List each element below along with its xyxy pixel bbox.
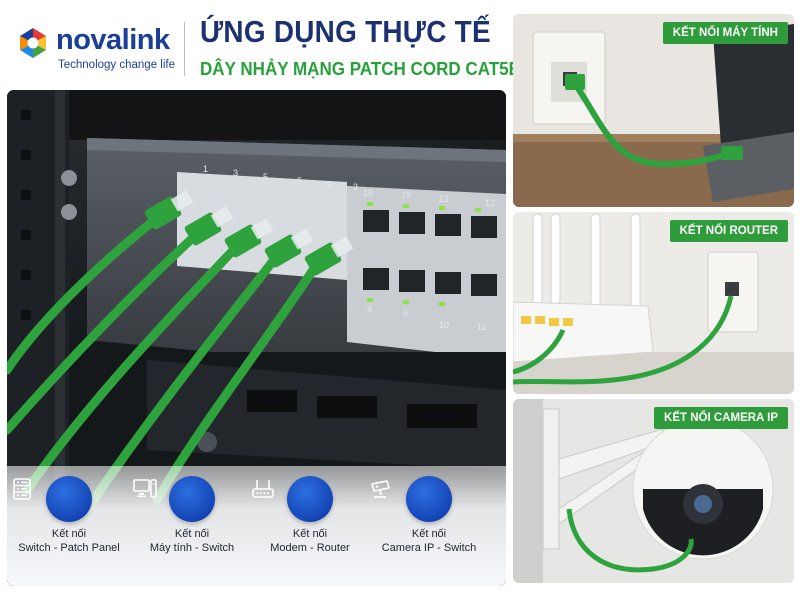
port-label: 4	[367, 304, 372, 314]
port-label: 19	[401, 190, 411, 200]
port-label: 5	[297, 176, 302, 186]
router-icon	[252, 476, 333, 522]
router-body	[513, 301, 654, 363]
port-label: 10	[439, 320, 449, 330]
status-leds	[367, 202, 481, 306]
brand-name: novalink	[56, 24, 170, 56]
computer-scene	[513, 14, 794, 207]
application-item: Kết nối Camera IP - Switch	[369, 476, 489, 554]
wall-port	[725, 282, 739, 296]
port-label: S	[325, 180, 331, 190]
port-label: 12	[439, 194, 449, 204]
page-title: ỨNG DỤNG THỰC TẾ	[200, 14, 491, 49]
green-cable	[566, 508, 694, 573]
rj45-boots	[144, 196, 342, 276]
port-label: 18	[363, 188, 373, 198]
brand-logo: novalink Technology change life	[14, 22, 180, 74]
green-cable	[572, 82, 729, 168]
application-line2: Camera IP - Switch	[381, 542, 477, 554]
application-item: Kết nối Máy tính - Switch	[132, 476, 252, 554]
camera-scene	[513, 399, 794, 583]
page-subtitle: DÂY NHẢY MẠNG PATCH CORD CAT5E	[200, 58, 520, 79]
application-line1: Kết nối	[174, 528, 210, 540]
port-label: 3	[353, 182, 358, 192]
panel-badge: KẾT NỐI MÁY TÍNH	[662, 22, 788, 44]
application-line1: Kết nối	[292, 528, 328, 540]
port-label: 1	[203, 164, 208, 174]
router-connection-photo: KẾT NỐI ROUTER	[513, 212, 794, 394]
router-scene	[513, 212, 794, 394]
application-line1: Kết nối	[51, 528, 87, 540]
application-line1: Kết nối	[411, 528, 447, 540]
computer-icon	[133, 476, 215, 522]
rack-screw	[61, 170, 77, 186]
application-item: Kết nối Switch - Patch Panel	[9, 476, 129, 554]
applications-strip: Kết nối Switch - Patch Panel Kết nối Máy…	[7, 466, 506, 586]
port-label: 3	[233, 168, 238, 178]
rack-photo: 1 3 5 5 S 3 18 19 12 12 4 6 10 11	[7, 90, 506, 586]
brand-slogan: Technology change life	[58, 59, 175, 71]
application-line2: Máy tính - Switch	[149, 542, 235, 554]
laptop-screen	[713, 24, 794, 146]
port-label: 11	[477, 322, 486, 332]
green-cable	[513, 295, 734, 385]
application-line2: Switch - Patch Panel	[18, 542, 120, 554]
router-ports	[521, 316, 573, 326]
rj45-plugs	[170, 190, 354, 258]
application-line2: Modem - Router	[270, 542, 350, 554]
camera-icon	[371, 476, 452, 522]
port-label: 5	[263, 172, 268, 182]
camera-connection-photo: KẾT NỐI CAMERA IP	[513, 399, 794, 583]
panel-badge: KẾT NỐI CAMERA IP	[654, 407, 788, 429]
port-label: 12	[485, 198, 495, 208]
rack-screw	[61, 204, 77, 220]
brand-logo-icon	[20, 28, 46, 58]
switch-ports	[363, 210, 497, 296]
wall-bracket	[542, 408, 560, 550]
computer-connection-photo: KẾT NỐI MÁY TÍNH	[513, 14, 794, 207]
port-label: 6	[403, 308, 408, 318]
application-item: Kết nối Modem - Router	[250, 476, 370, 554]
switch-patch-panel-icon	[13, 476, 92, 522]
header-divider	[184, 22, 185, 76]
panel-badge: KẾT NỐI ROUTER	[669, 220, 788, 242]
